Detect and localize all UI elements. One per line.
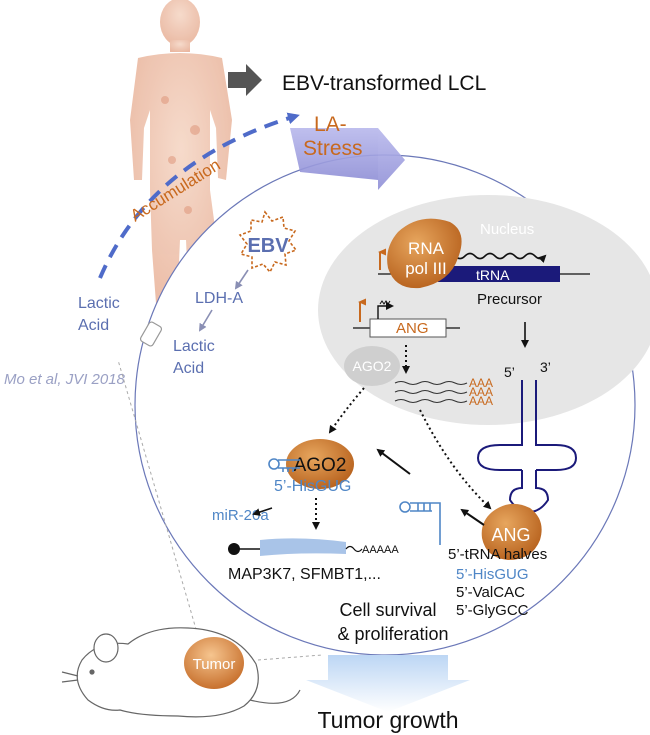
la-stress-label-2: Stress: [303, 137, 363, 160]
three-prime-label: 3’: [540, 359, 551, 375]
tumor-mass: [184, 637, 244, 689]
ago2-complex-label: AGO2: [294, 455, 347, 476]
ago2-to-mir-arrow: [252, 507, 273, 516]
ebv-label: EBV: [247, 235, 289, 257]
trna-halves-title: 5’-tRNA halves: [448, 546, 547, 563]
rna-pol-label-2: pol III: [405, 259, 447, 278]
tumor-label: Tumor: [193, 656, 236, 673]
hisgug-hairpin-icon: [268, 458, 300, 472]
half-hisgug-label: 5’-HisGUG: [456, 566, 529, 583]
cell-line-label: EBV-transformed LCL: [282, 72, 486, 95]
ang-enzyme-label: ANG: [491, 525, 530, 545]
polya-label-2: AAA: [469, 385, 493, 399]
half-valcac-label: 5’-ValCAC: [456, 584, 525, 601]
transporter-icon: [139, 321, 163, 347]
mir20a-label: miR-20a: [212, 507, 269, 524]
half-glygcc-label: 5’-GlyGCC: [456, 602, 529, 619]
target-genes-label: MAP3K7, SFMBT1,...: [228, 566, 381, 583]
ago2-nuclear: [344, 346, 400, 386]
ang-enzyme: [481, 503, 542, 560]
target-polya-label: AAAAA: [362, 544, 399, 556]
five-prime-label: 5’: [504, 364, 515, 380]
tumor-growth-label: Tumor growth: [317, 707, 458, 733]
lactic-acid-inside-label: Lactic: [173, 338, 215, 355]
outcome-label-2: & proliferation: [337, 624, 448, 644]
citation-label: Mo et al, JVI 2018: [4, 371, 126, 388]
trna-gene-box: [438, 266, 560, 282]
mouse-icon: [61, 627, 301, 718]
ang-cleavage-arrow: [460, 508, 485, 526]
ago2-nuclear-label: AGO2: [353, 358, 392, 374]
trna-label: tRNA: [476, 267, 510, 283]
ang-gene-box: [369, 318, 447, 338]
la-stress-arrow: [290, 128, 405, 190]
rna-pol-iii: [387, 218, 462, 289]
precursor-label: Precursor: [477, 291, 542, 308]
ago2-export-arrow: [328, 387, 365, 434]
nucleus-label: Nucleus: [480, 221, 534, 238]
trna-half-hairpin-icon: [399, 501, 441, 545]
halves-to-ago2-arrow: [376, 448, 411, 475]
rna-pol-label: RNA: [408, 239, 445, 258]
polya-label-1: AAA: [469, 376, 493, 390]
ang-promoter-arrow: [377, 302, 394, 319]
polya-label-3: AAA: [469, 394, 493, 408]
lcl-arrow: [228, 64, 262, 96]
hisgug-bound-label: 5’-HisGUG: [274, 478, 351, 495]
ang-gene-label: ANG: [396, 320, 429, 337]
lactic-acid-outside-label: Lactic: [78, 295, 120, 312]
ebv-to-ldha-arrow: [234, 269, 249, 290]
ebv-star-icon: [238, 210, 298, 274]
ldha-to-lactic-arrow: [198, 309, 213, 332]
la-stress-label: LA-: [314, 113, 347, 136]
ldha-label: LDH-A: [195, 290, 243, 307]
lactic-acid-outside-label-2: Acid: [78, 317, 109, 334]
tumor-growth-arrow: [306, 655, 470, 712]
promoter-squiggle: [379, 300, 391, 305]
mouse-link-line: [257, 654, 323, 661]
ang-mrna: [394, 381, 468, 403]
lactic-acid-inside-label-2: Acid: [173, 360, 204, 377]
outcome-label: Cell survival: [339, 600, 436, 620]
ago2-complex: [286, 439, 354, 489]
transcript-wave: [444, 252, 547, 264]
accumulation-arrow: [98, 112, 300, 279]
target-mrna: [228, 538, 363, 556]
